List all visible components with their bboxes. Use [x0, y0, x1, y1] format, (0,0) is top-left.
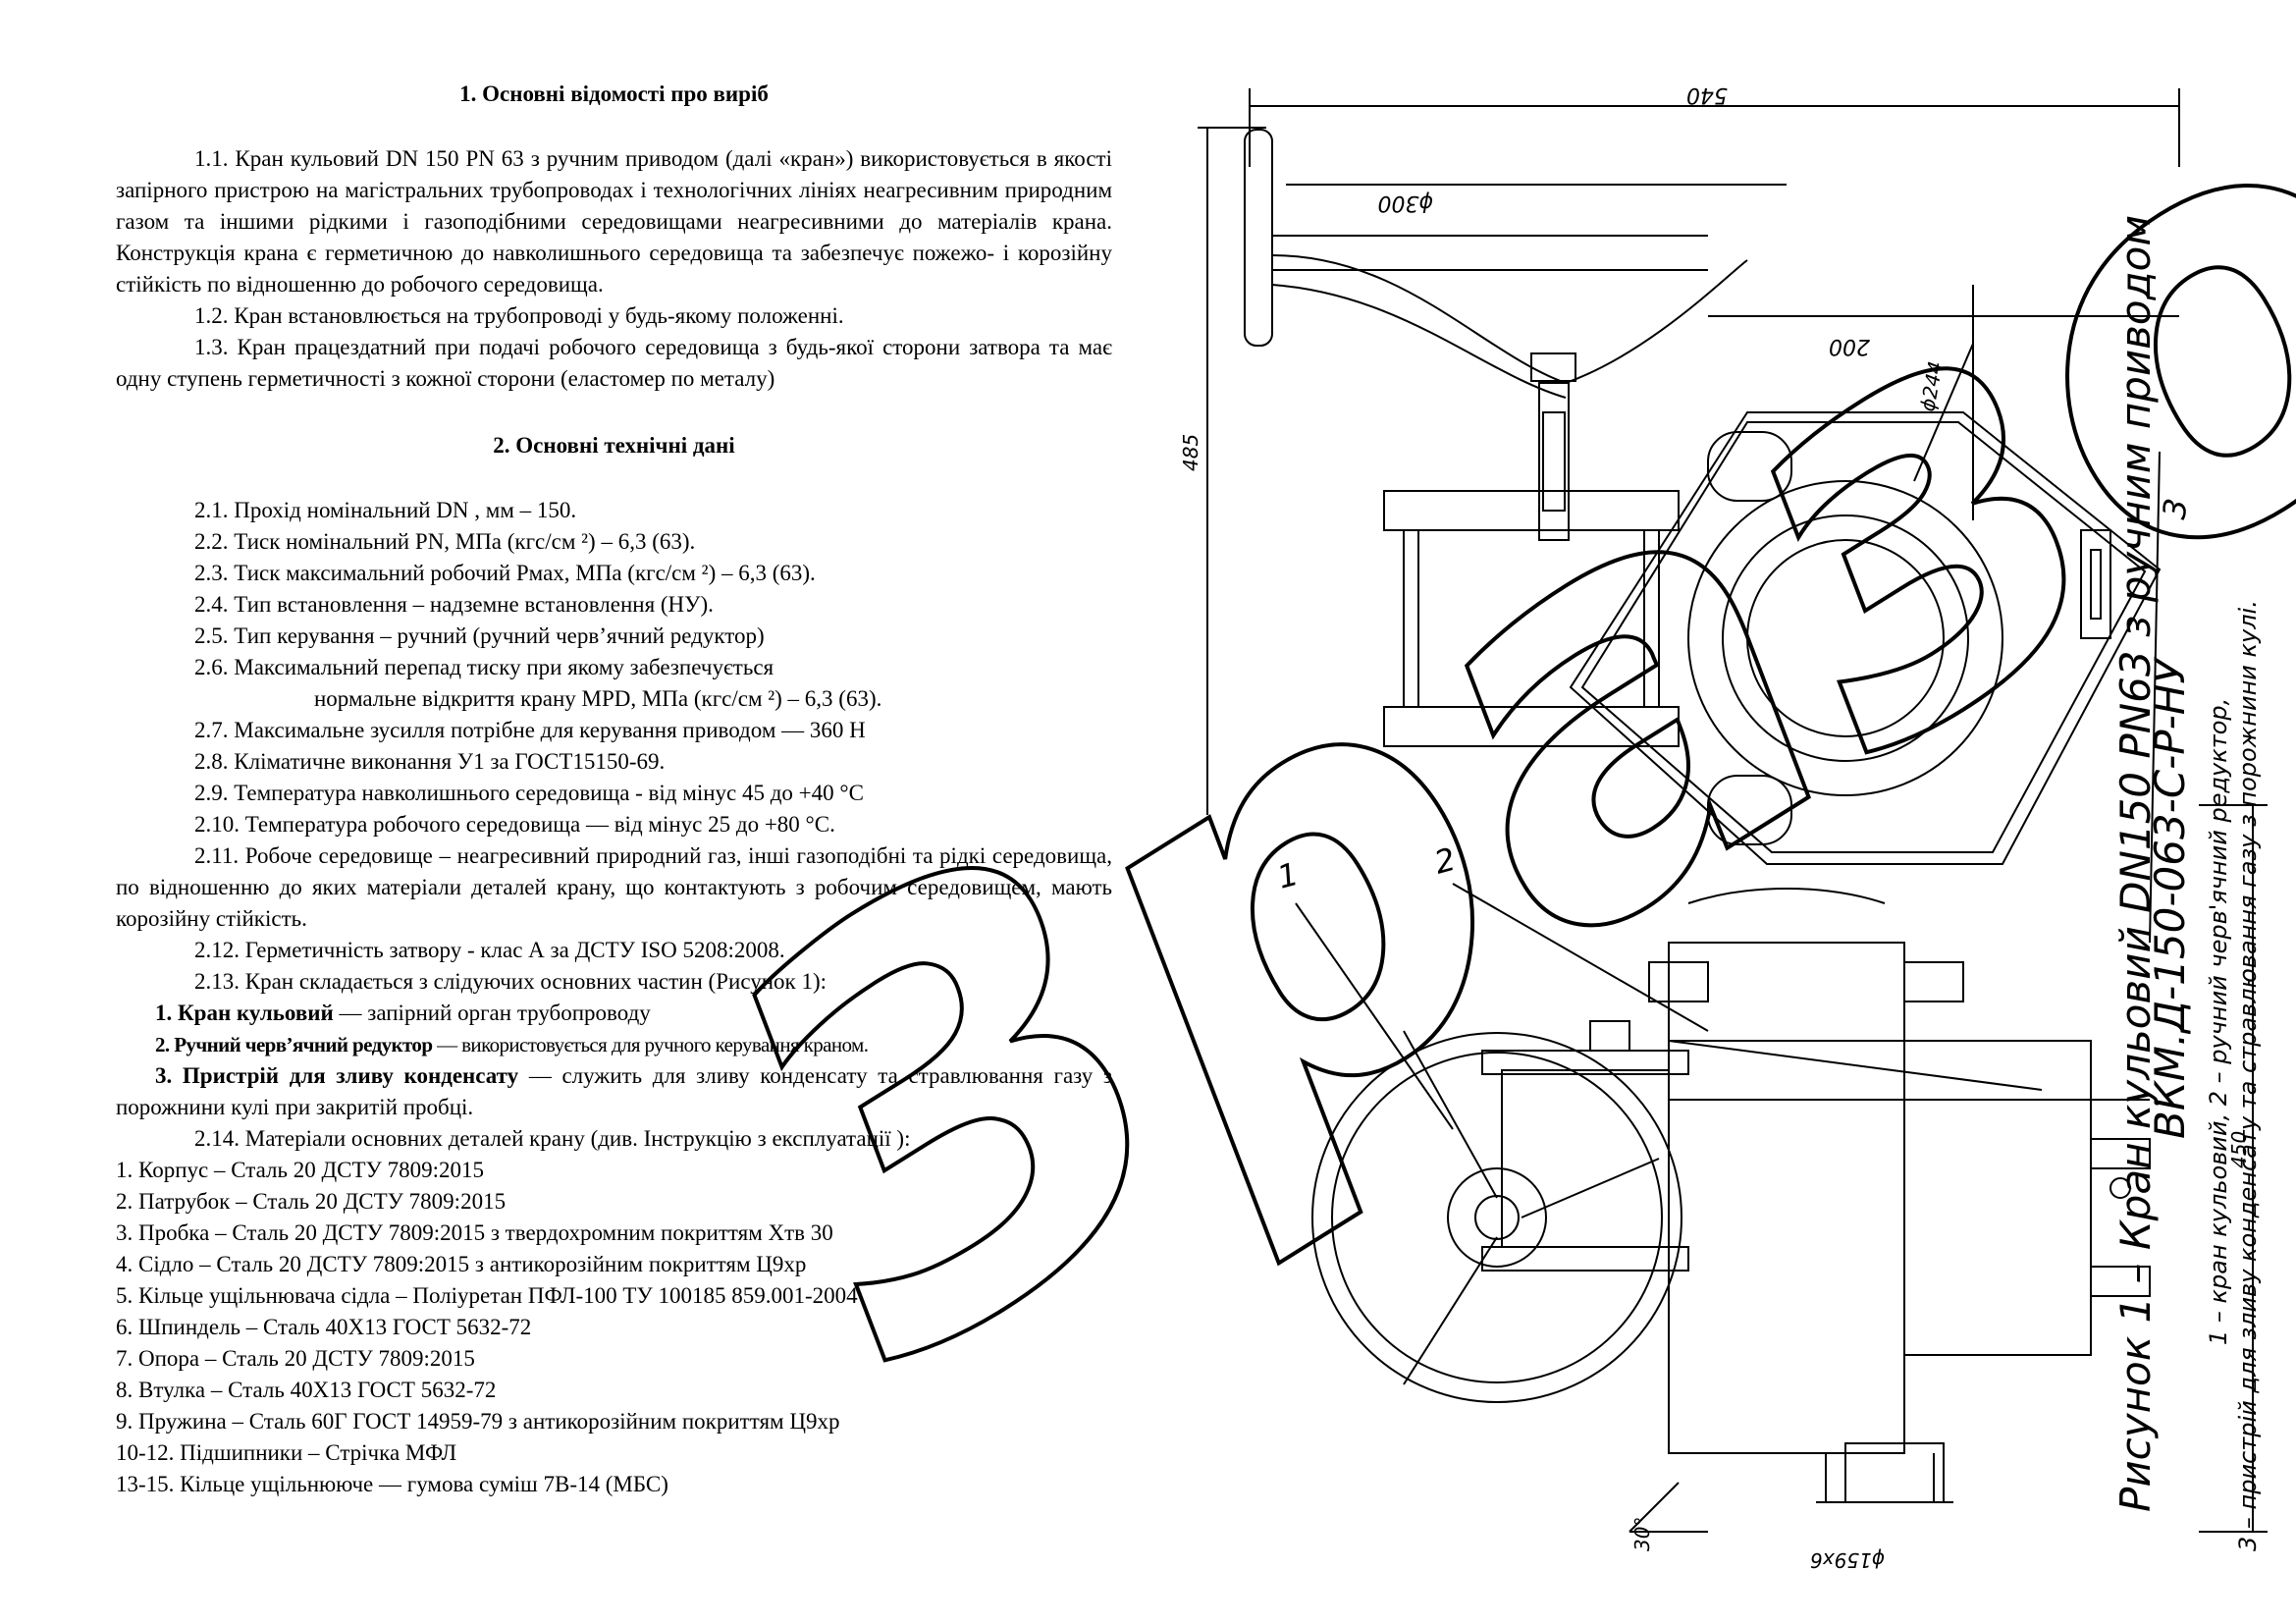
- material-item: 5. Кільце ущільнювача сідла – Поліуретан…: [116, 1283, 858, 1308]
- dim-d159-label: ϕ159х6: [1810, 1548, 1885, 1572]
- material-item: 6. Шпиндель – Сталь 40Х13 ГОСТ 5632-72: [116, 1315, 532, 1339]
- figure-caption-title: Рисунок 1 – Кран кульовий DN150 PN63 з р…: [2111, 215, 2160, 1512]
- item-2-9: 2.9. Температура навколишнього середовищ…: [194, 781, 864, 805]
- material-item: 4. Сідло – Сталь 20 ДСТУ 7809:2015 з ант…: [116, 1252, 807, 1276]
- item-2-10: 2.10. Температура робочого середовища — …: [194, 812, 835, 837]
- item-2-2: 2.2. Тиск номінальний PN, МПа (кгс/см ²)…: [194, 529, 696, 554]
- figure-caption-code: ВКМ.Д-150-063-С-Р-НУ: [2146, 657, 2194, 1139]
- part-3-name: 3. Пристрій для зливу конденсату: [155, 1063, 519, 1088]
- material-item: 1. Корпус – Сталь 20 ДСТУ 7809:2015: [116, 1158, 484, 1182]
- item-2-13: 2.13. Кран складається з слідуючих основ…: [194, 969, 827, 994]
- item-2-8: 2.8. Кліматичне виконання У1 за ГОСТ1515…: [194, 749, 666, 774]
- dim-485-label: 485: [1179, 434, 1202, 471]
- dim-d244-label: ϕ244: [1915, 359, 1948, 413]
- valve-technical-drawing: 540 ϕ300 200 ϕ244 485 450 ϕ159х6 30° 1 2…: [1179, 82, 2268, 1572]
- callout-1: 1: [1273, 855, 1303, 896]
- dim-200-label: 200: [1829, 334, 1870, 358]
- item-2-12: 2.12. Герметичність затвору - клас А за …: [194, 938, 785, 962]
- part-2-name: 2. Ручний черв’ячний редуктор: [155, 1033, 433, 1056]
- dim-30deg-label: 30°: [1630, 1517, 1654, 1551]
- figure-legend-line-1: 1 – кран кульовий, 2 – ручний черв'ячний…: [2205, 698, 2232, 1345]
- material-item: 8. Втулка – Сталь 40Х13 ГОСТ 5632-72: [116, 1378, 497, 1402]
- materials-list: 1. Корпус – Сталь 20 ДСТУ 7809:2015 2. П…: [116, 1155, 1112, 1500]
- callout-2: 2: [1430, 840, 1460, 882]
- part-3-entry: 3. Пристрій для зливу конденсату — служи…: [116, 1060, 1112, 1123]
- section-1-title: 1. Основні відомості про виріб: [459, 81, 769, 106]
- figure-legend-line-2: 3 – пристрій для зливу конденсату та стр…: [2234, 600, 2262, 1551]
- item-2-6b: нормальне відкриття крану MPD, МПа (кгс/…: [314, 686, 882, 711]
- material-item: 9. Пружина – Сталь 60Г ГОСТ 14959-79 з а…: [116, 1409, 840, 1434]
- item-2-3: 2.3. Тиск максимальний робочий Pмах, МПа…: [194, 561, 816, 585]
- part-1-name: 1. Кран кульовий: [155, 1001, 334, 1025]
- item-2-14: 2.14. Матеріали основних деталей крану (…: [194, 1126, 911, 1151]
- callout-3: 3: [2155, 496, 2195, 522]
- section-2-title: 2. Основні технічні дані: [493, 433, 735, 458]
- paragraph-1-2: 1.2. Кран встановлюється на трубопроводі…: [194, 303, 844, 328]
- paragraph-1-1: 1.1. Кран кульовий DN 150 PN 63 з ручним…: [116, 146, 1112, 297]
- dim-450-label: 450: [2227, 1131, 2251, 1168]
- part-2-desc: — використовується для ручного керування…: [432, 1033, 869, 1056]
- material-item: 7. Опора – Сталь 20 ДСТУ 7809:2015: [116, 1346, 475, 1371]
- item-2-6a: 2.6. Максимальний перепад тиску при яком…: [194, 655, 774, 679]
- document-text-column: 1. Основні відомості про виріб 1.1. Кран…: [116, 71, 1112, 1500]
- part-2-entry: 2. Ручний черв’ячний редуктор — використ…: [116, 1029, 1112, 1060]
- material-item: 2. Патрубок – Сталь 20 ДСТУ 7809:2015: [116, 1189, 507, 1214]
- item-2-11: 2.11. Робоче середовище – неагресивний п…: [116, 843, 1112, 931]
- part-1-entry: 1. Кран кульовий — запірний орган трубоп…: [116, 998, 1112, 1029]
- dim-540-label: 540: [1686, 82, 1728, 107]
- material-item: 13-15. Кільце ущільнююче — гумова суміш …: [116, 1472, 668, 1496]
- part-1-desc: — запірний орган трубопроводу: [333, 1001, 651, 1025]
- item-2-4: 2.4. Тип встановлення – надземне встанов…: [194, 592, 714, 617]
- material-item: 3. Пробка – Сталь 20 ДСТУ 7809:2015 з тв…: [116, 1220, 833, 1245]
- dim-d300-label: ϕ300: [1377, 190, 1433, 215]
- item-2-7: 2.7. Максимальне зусилля потрібне для ке…: [194, 718, 866, 742]
- material-item: 10-12. Підшипники – Стрічка МФЛ: [116, 1440, 457, 1465]
- item-2-1: 2.1. Прохід номінальний DN , мм – 150.: [194, 498, 577, 522]
- paragraph-1-3: 1.3. Кран працездатний при подачі робочо…: [116, 335, 1112, 391]
- item-2-5: 2.5. Тип керування – ручний (ручний черв…: [194, 623, 765, 648]
- part-3-desc: — служить для зливу конденсату та стравл…: [116, 1063, 1112, 1119]
